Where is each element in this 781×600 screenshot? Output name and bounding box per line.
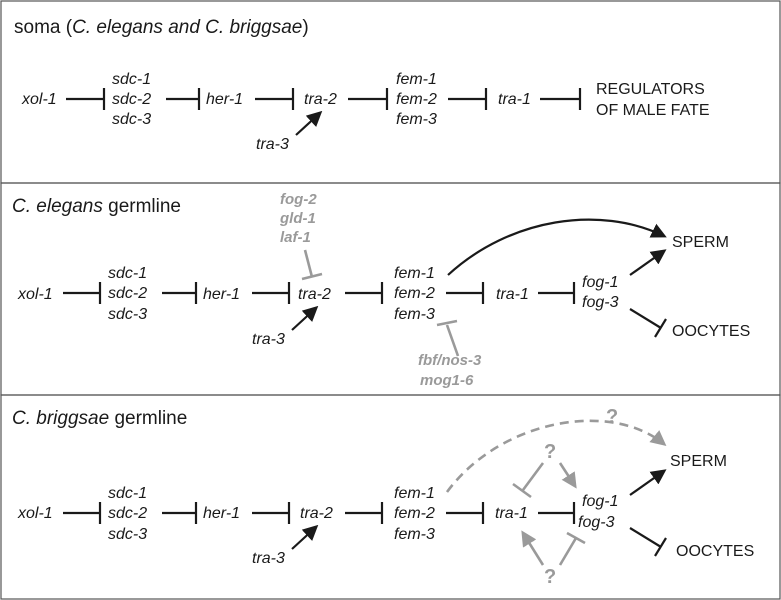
briggsae-question-activates-fog <box>558 462 577 489</box>
briggsae-question-activates-tra1 <box>521 530 545 566</box>
elegans-grey-inhibit-fem3-bar <box>436 319 458 327</box>
briggsae-tra1-label: tra-1 <box>495 505 528 522</box>
soma-fem2-label: fem-2 <box>396 91 437 108</box>
briggsae-question-top-label: ? <box>606 406 618 428</box>
elegans-fem1-label: fem-1 <box>394 265 435 282</box>
briggsae-question-inhibits-tra1-bar <box>512 482 532 499</box>
elegans-her1-label: her-1 <box>203 286 240 303</box>
soma-fem1-label: fem-1 <box>396 71 437 88</box>
elegans-xol1-label: xol-1 <box>17 286 53 303</box>
elegans-fem2-label: fem-2 <box>394 285 435 302</box>
briggsae-question-inhibits-tra1 <box>521 462 545 491</box>
briggsae-fem3-label: fem-3 <box>394 526 435 543</box>
soma-regulators-line2: OF MALE FATE <box>596 102 710 119</box>
elegans-tra2-label: tra-2 <box>298 286 331 303</box>
soma-tra1-label: tra-1 <box>498 91 531 108</box>
briggsae-sdc3-label: sdc-3 <box>108 526 147 543</box>
elegans-sdc1-label: sdc-1 <box>108 265 147 282</box>
soma-sdc3-label: sdc-3 <box>112 111 151 128</box>
briggsae-fog1-label: fog-1 <box>582 493 618 510</box>
briggsae-fog-activates-sperm <box>629 469 667 496</box>
soma-fem3-label: fem-3 <box>396 111 437 128</box>
elegans-fbf-nos3-label: fbf/nos-3 <box>418 352 482 369</box>
elegans-grey-inhibit-fem3 <box>445 324 460 357</box>
briggsae-fog3-label: fog-3 <box>578 514 615 531</box>
briggsae-fem-to-sperm-dashed <box>445 419 667 493</box>
soma-tra3-activates-tra2 <box>295 110 323 136</box>
briggsae-panel-title: C. briggsae germline <box>12 408 187 429</box>
elegans-sdc3-label: sdc-3 <box>108 306 147 323</box>
briggsae-question-inhibits-fog <box>558 537 578 566</box>
briggsae-her1-label: her-1 <box>203 505 240 522</box>
soma-her1-label: her-1 <box>206 91 243 108</box>
briggsae-question-inhibits-fog-bar <box>566 531 586 545</box>
elegans-fog2-label: fog-2 <box>280 191 317 208</box>
elegans-fem3-label: fem-3 <box>394 306 435 323</box>
elegans-laf1-label: laf-1 <box>280 229 311 246</box>
elegans-sdc2-label: sdc-2 <box>108 285 147 302</box>
elegans-fog-inhibits-oocytes-bar <box>654 318 667 338</box>
soma-panel-title: soma (C. elegans and C. briggsae) <box>14 17 309 38</box>
briggsae-sperm-label: SPERM <box>670 453 727 470</box>
soma-sdc2-label: sdc-2 <box>112 91 151 108</box>
elegans-tra3-label: tra-3 <box>252 331 285 348</box>
soma-tra3-label: tra-3 <box>256 136 289 153</box>
briggsae-tra3-activates-tra2 <box>291 524 319 550</box>
elegans-fog-inhibits-oocytes <box>629 308 662 329</box>
briggsae-tra2-label: tra-2 <box>300 505 333 522</box>
elegans-tra3-activates-tra2 <box>291 305 319 331</box>
elegans-gld1-label: gld-1 <box>279 210 316 227</box>
briggsae-fem1-label: fem-1 <box>394 485 435 502</box>
elegans-tra1-label: tra-1 <box>496 286 529 303</box>
soma-regulators-line1: REGULATORS <box>596 81 705 98</box>
briggsae-tra3-label: tra-3 <box>252 550 285 567</box>
briggsae-question-upper-label: ? <box>544 441 556 463</box>
briggsae-question-lower-label: ? <box>544 566 556 588</box>
elegans-fog3-label: fog-3 <box>582 294 619 311</box>
elegans-fog-activates-sperm <box>629 249 667 276</box>
elegans-panel-title: C. elegans germline <box>12 196 181 217</box>
briggsae-panel-border <box>0 394 781 600</box>
briggsae-fog-inhibits-oocytes-bar <box>654 537 667 557</box>
elegans-oocytes-label: OOCYTES <box>672 323 750 340</box>
elegans-fog1-label: fog-1 <box>582 274 618 291</box>
briggsae-sdc2-label: sdc-2 <box>108 505 147 522</box>
soma-xol1-label: xol-1 <box>21 91 57 108</box>
soma-tra2-label: tra-2 <box>304 91 337 108</box>
briggsae-fog-inhibits-oocytes <box>629 527 662 548</box>
elegans-mog16-label: mog1-6 <box>420 372 474 389</box>
briggsae-fem2-label: fem-2 <box>394 505 435 522</box>
elegans-grey-inhibit-tra2-bar <box>301 272 323 281</box>
elegans-sperm-label: SPERM <box>672 234 729 251</box>
elegans-grey-inhibit-tra2 <box>303 249 314 278</box>
briggsae-sdc1-label: sdc-1 <box>108 485 147 502</box>
briggsae-oocytes-label: OOCYTES <box>676 543 754 560</box>
soma-sdc1-label: sdc-1 <box>112 71 151 88</box>
elegans-fem-activates-sperm <box>447 218 667 276</box>
briggsae-xol1-label: xol-1 <box>17 505 53 522</box>
